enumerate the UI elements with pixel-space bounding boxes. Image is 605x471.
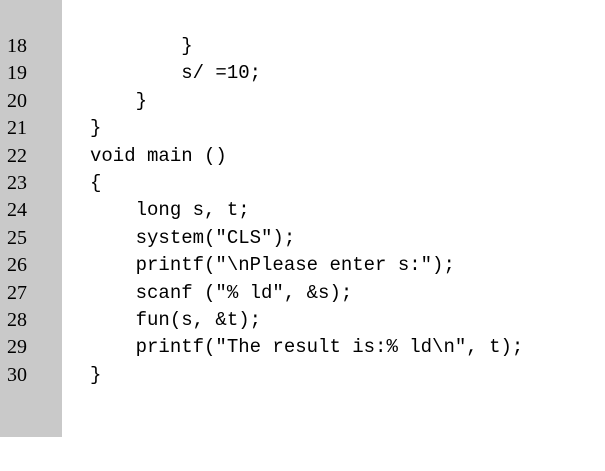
line-number: 30 <box>7 363 27 386</box>
code-line: 23 { <box>0 170 605 197</box>
code-line: 28 fun(s, &t); <box>0 307 605 334</box>
code-line: 26 printf("\nPlease enter s:"); <box>0 252 605 279</box>
code-text: printf("The result is:% ld\n", t); <box>90 336 524 359</box>
code-text: scanf ("% ld", &s); <box>90 281 353 304</box>
code-line: 30 } <box>0 362 605 389</box>
line-number: 28 <box>7 308 27 331</box>
line-number: 27 <box>7 281 27 304</box>
line-number: 19 <box>7 62 27 85</box>
code-line: 22 void main () <box>0 143 605 170</box>
code-text: } <box>90 89 148 112</box>
code-text: { <box>90 171 102 194</box>
code-line: 18 } <box>0 33 605 60</box>
line-number: 26 <box>7 254 27 277</box>
line-number: 20 <box>7 89 27 112</box>
line-number: 21 <box>7 117 27 140</box>
code-text: fun(s, &t); <box>90 308 262 331</box>
code-text: long s, t; <box>90 199 250 222</box>
code-text: } <box>90 35 193 57</box>
code-line: 19 s/ =10; <box>0 60 605 87</box>
line-number-gutter <box>0 0 62 437</box>
code-text: system("CLS"); <box>90 226 296 249</box>
line-number: 29 <box>7 336 27 359</box>
line-number: 25 <box>7 226 27 249</box>
code-listing: 18 } 19 s/ =10; 20 } 21 } 22 void main (… <box>0 33 605 389</box>
code-line: 20 } <box>0 88 605 115</box>
code-text: void main () <box>90 144 227 167</box>
code-text: printf("\nPlease enter s:"); <box>90 254 455 277</box>
code-text: } <box>90 363 102 386</box>
code-line: 21 } <box>0 115 605 142</box>
code-text: } <box>90 117 102 140</box>
code-line: 29 printf("The result is:% ld\n", t); <box>0 334 605 361</box>
line-number: 23 <box>7 171 27 194</box>
code-line: 27 scanf ("% ld", &s); <box>0 280 605 307</box>
code-text: s/ =10; <box>90 62 262 85</box>
code-line: 25 system("CLS"); <box>0 225 605 252</box>
line-number: 24 <box>7 199 27 222</box>
code-line: 24 long s, t; <box>0 197 605 224</box>
line-number: 18 <box>7 35 27 57</box>
line-number: 22 <box>7 144 27 167</box>
